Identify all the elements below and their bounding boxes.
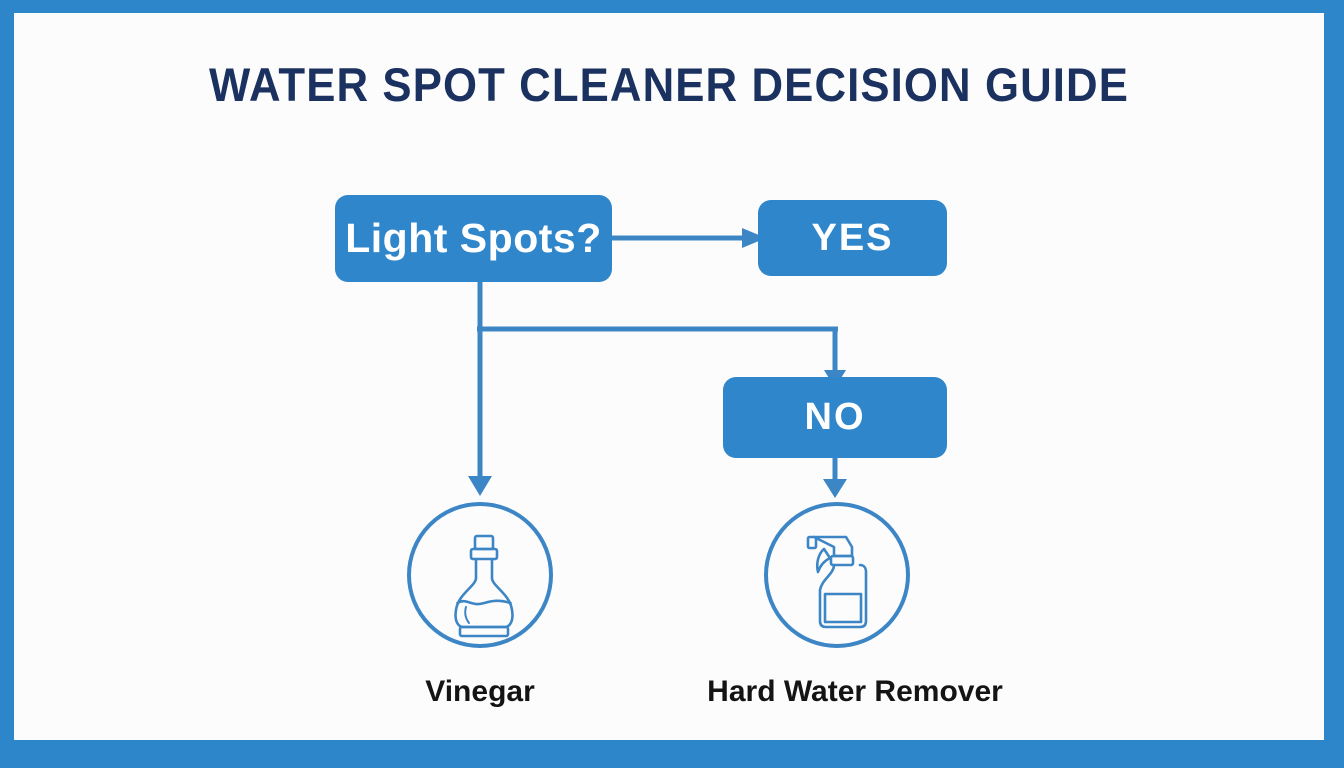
spray-bottle-icon xyxy=(806,535,868,629)
diagram-panel: WATER SPOT CLEANER DECISION GUIDE Light … xyxy=(14,13,1324,740)
outcome-caption-hard-water-remover: Hard Water Remover xyxy=(707,675,1003,708)
vinegar-bottle-icon xyxy=(454,534,514,638)
outcome-circle-vinegar[interactable] xyxy=(407,502,553,648)
answer-node-yes[interactable]: YES xyxy=(758,200,947,276)
flow-connectors xyxy=(468,228,847,498)
outcome-circle-hard-water-remover[interactable] xyxy=(764,502,910,648)
decision-node-light-spots[interactable]: Light Spots? xyxy=(335,195,612,282)
outcome-caption-vinegar: Vinegar xyxy=(425,675,535,708)
page-title: WATER SPOT CLEANER DECISION GUIDE xyxy=(208,58,1130,111)
answer-node-no[interactable]: NO xyxy=(723,377,947,458)
